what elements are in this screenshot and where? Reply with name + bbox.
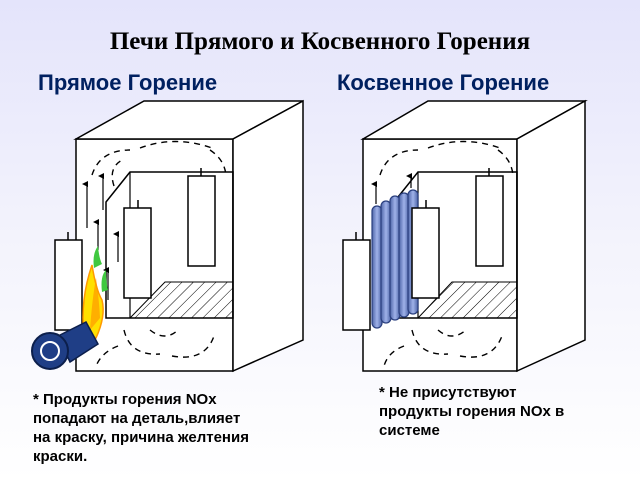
indirect-heat-arrows <box>371 173 412 204</box>
indirect-hanging-part-2 <box>411 207 440 299</box>
direct-burner <box>31 321 99 370</box>
indirect-combustion-note: * Не присутствуют продукты горения NOx в… <box>379 383 619 440</box>
indirect-oven <box>342 99 588 373</box>
direct-note-line: на краску, причина желтения <box>33 429 249 446</box>
indirect-combustion-heading: Косвенное Горение <box>337 70 550 95</box>
indirect-air-flow-dashes <box>379 140 514 367</box>
direct-hanging-part-3 <box>187 175 216 267</box>
direct-air-flow-dashes <box>91 140 227 367</box>
indirect-note-line: системе <box>379 422 440 439</box>
direct-combustion-note: * Продукты горения NOx попадают на детал… <box>33 390 313 466</box>
direct-note-line: краски. <box>33 448 88 465</box>
direct-note-line: попадают на деталь,влияет <box>33 410 241 427</box>
indirect-oven-side <box>516 99 586 373</box>
indirect-note-line: продукты горения NOx в <box>379 403 565 420</box>
direct-oven-side <box>232 99 304 373</box>
indirect-hanging-part-3 <box>475 175 504 267</box>
direct-oven <box>31 99 304 373</box>
direct-combustion-heading: Прямое Горение <box>38 70 218 95</box>
indirect-note-line: * Не присутствуют <box>379 384 517 401</box>
indirect-heat-exchanger <box>371 189 419 329</box>
direct-hanging-part-1 <box>54 239 83 331</box>
burner-fan-icon <box>31 332 69 370</box>
direct-oven-floor-hatch <box>128 281 234 319</box>
direct-note-line: * Продукты горения NOx <box>33 391 217 408</box>
indirect-hanging-part-1 <box>342 239 371 331</box>
direct-oven-inner-chamber <box>105 171 234 319</box>
direct-hanging-part-2 <box>123 207 152 299</box>
diagram-title: Печи Прямого и Косвенного Горения <box>109 28 531 55</box>
indirect-oven-floor-hatch <box>416 281 518 319</box>
direct-combustion-product-arrows <box>82 173 119 300</box>
direct-burner-flame <box>82 246 108 339</box>
